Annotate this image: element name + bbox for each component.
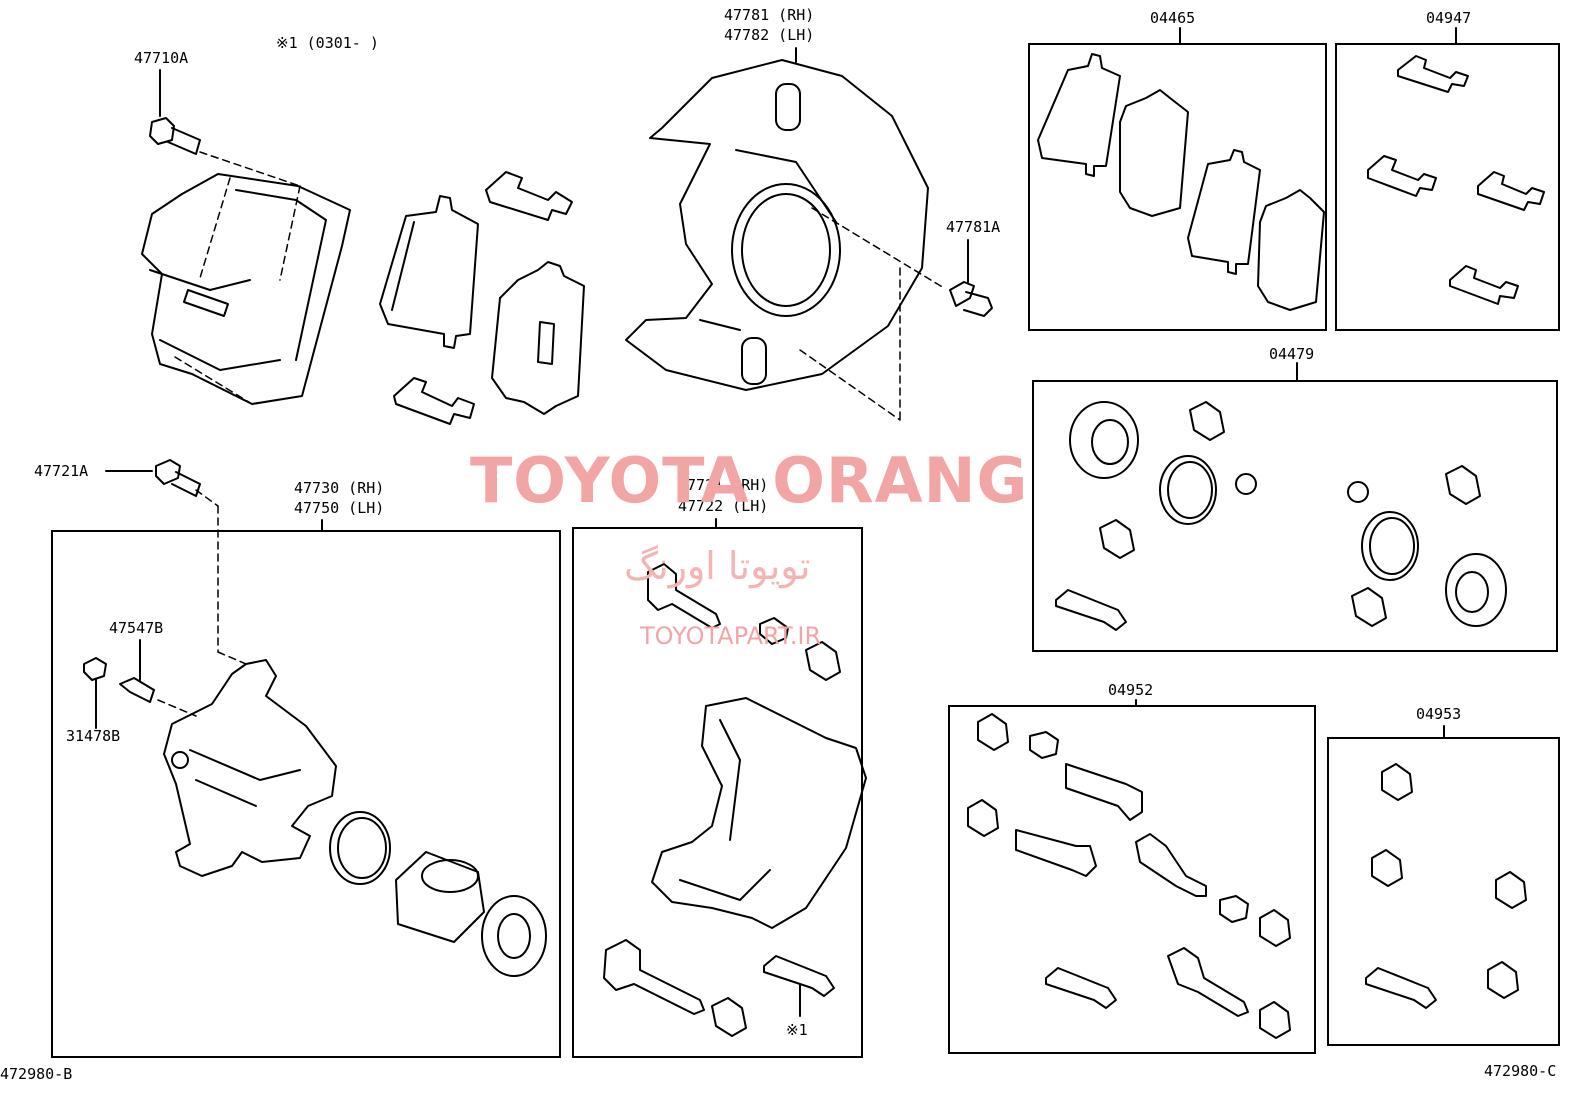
label-04947: 04947 xyxy=(1426,9,1472,27)
label-note-mark: ※1 xyxy=(786,1021,808,1039)
kit-04465-frame xyxy=(1028,43,1327,331)
caliper-assembly-frame xyxy=(51,530,561,1058)
kit-04953-frame xyxy=(1327,737,1560,1046)
bolt-47710A-art xyxy=(149,117,201,155)
label-47781-rh: 47781 (RH) xyxy=(724,6,815,24)
upper-caliper-art xyxy=(141,173,351,405)
label-47782-lh: 47782 (LH) xyxy=(724,26,815,44)
kit-04465-pads-art xyxy=(1037,53,1325,311)
header-note: ※1 (0301- ) xyxy=(276,34,379,52)
mounting-bracket-art xyxy=(651,697,867,929)
piston-set-art xyxy=(329,811,547,977)
dashed-lines xyxy=(157,151,945,717)
upper-pads-art xyxy=(379,195,585,415)
label-31478B: 31478B xyxy=(66,727,121,745)
kit-04479-frame xyxy=(1032,380,1558,652)
kit-04952-frame xyxy=(948,705,1316,1054)
slide-pins-art xyxy=(603,563,841,1037)
label-04479: 04479 xyxy=(1269,345,1315,363)
label-47547B: 47547B xyxy=(109,619,164,637)
label-47781A: 47781A xyxy=(946,218,1001,236)
label-47721-rh: 47721 (RH) xyxy=(678,476,769,494)
dust-shield-art xyxy=(625,59,929,391)
bolt-47721A-art xyxy=(155,459,201,497)
kit-04953-parts-art xyxy=(1365,763,1527,1009)
bolt-47781A-art xyxy=(949,281,993,317)
watermark-url: TOYOTAPART.IR xyxy=(640,622,822,650)
label-47721A: 47721A xyxy=(34,462,89,480)
caliper-body-art xyxy=(163,659,337,877)
clips-art xyxy=(393,171,573,425)
label-47730-rh: 47730 (RH) xyxy=(294,479,385,497)
kit-04479-seals-art xyxy=(1055,401,1507,631)
label-04465: 04465 xyxy=(1150,9,1196,27)
kit-04947-clips-art xyxy=(1367,55,1545,305)
watermark-persian: تویوتا اورنگ xyxy=(624,544,811,588)
leader-lines xyxy=(95,27,1457,1017)
ref-472980-C: 472980-C xyxy=(1484,1062,1557,1080)
bleeder-and-cap-art xyxy=(83,657,155,703)
label-47722-lh: 47722 (LH) xyxy=(678,497,769,515)
kit-04947-frame xyxy=(1335,43,1560,331)
watermark-main: TOYOTA ORANG xyxy=(470,444,1029,517)
label-47710A: 47710A xyxy=(134,49,189,67)
kit-04952-parts-art xyxy=(967,713,1291,1039)
ref-472980-B: 472980-B xyxy=(0,1065,73,1083)
label-47750-lh: 47750 (LH) xyxy=(294,499,385,517)
label-04952: 04952 xyxy=(1108,681,1154,699)
label-04953: 04953 xyxy=(1416,705,1462,723)
